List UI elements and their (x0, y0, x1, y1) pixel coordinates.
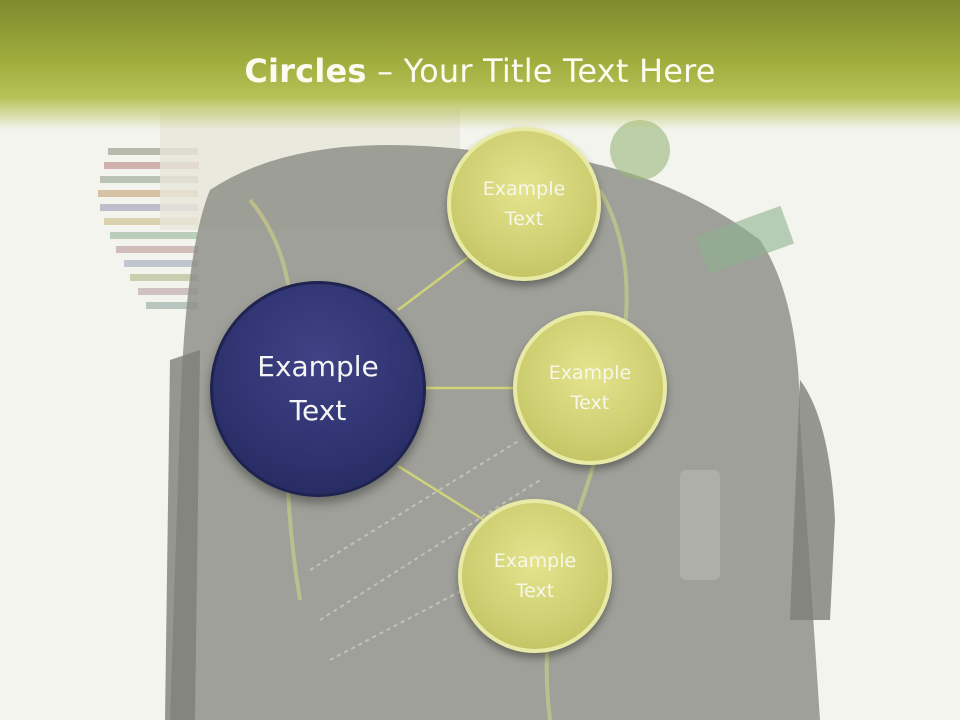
connector-line-3 (397, 464, 485, 522)
hub-circle[interactable]: Example Text (210, 281, 426, 497)
node-circle-1[interactable]: Example Text (447, 127, 601, 281)
hub-circle-label: Example Text (257, 350, 379, 427)
connector-line-1 (397, 251, 476, 311)
title-bold-part: Circles (244, 52, 367, 90)
page-title: Circles – Your Title Text Here (0, 52, 960, 90)
title-bar (0, 0, 960, 130)
node-circle-3-label: Example Text (493, 550, 577, 602)
title-rest-part: – Your Title Text Here (366, 52, 716, 90)
node-circle-1-label: Example Text (482, 178, 566, 230)
node-circle-2[interactable]: Example Text (513, 311, 667, 465)
pencils-illustration (98, 148, 199, 309)
node-circle-3[interactable]: Example Text (458, 499, 612, 653)
ruler-illustration (695, 205, 795, 275)
node-circle-2-label: Example Text (548, 362, 632, 414)
scissors-illustration (610, 120, 670, 180)
